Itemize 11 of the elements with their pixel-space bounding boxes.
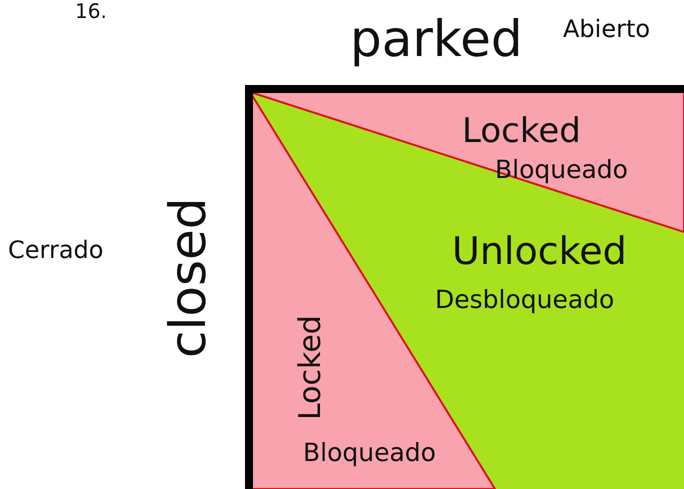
region-title: Locked: [296, 315, 326, 420]
region-translation: Bloqueado: [495, 157, 628, 182]
axis-title: closed: [163, 197, 213, 358]
region-title: Locked: [462, 114, 581, 148]
region-translation: Bloqueado: [303, 440, 436, 465]
axis-translation: Cerrado: [8, 238, 104, 262]
region-title: Unlocked: [452, 232, 627, 270]
figure-number: 16.: [75, 1, 107, 21]
axis-translation: Abierto: [563, 17, 650, 41]
axis-title: parked: [350, 14, 523, 64]
region-translation: Desbloqueado: [435, 287, 614, 312]
